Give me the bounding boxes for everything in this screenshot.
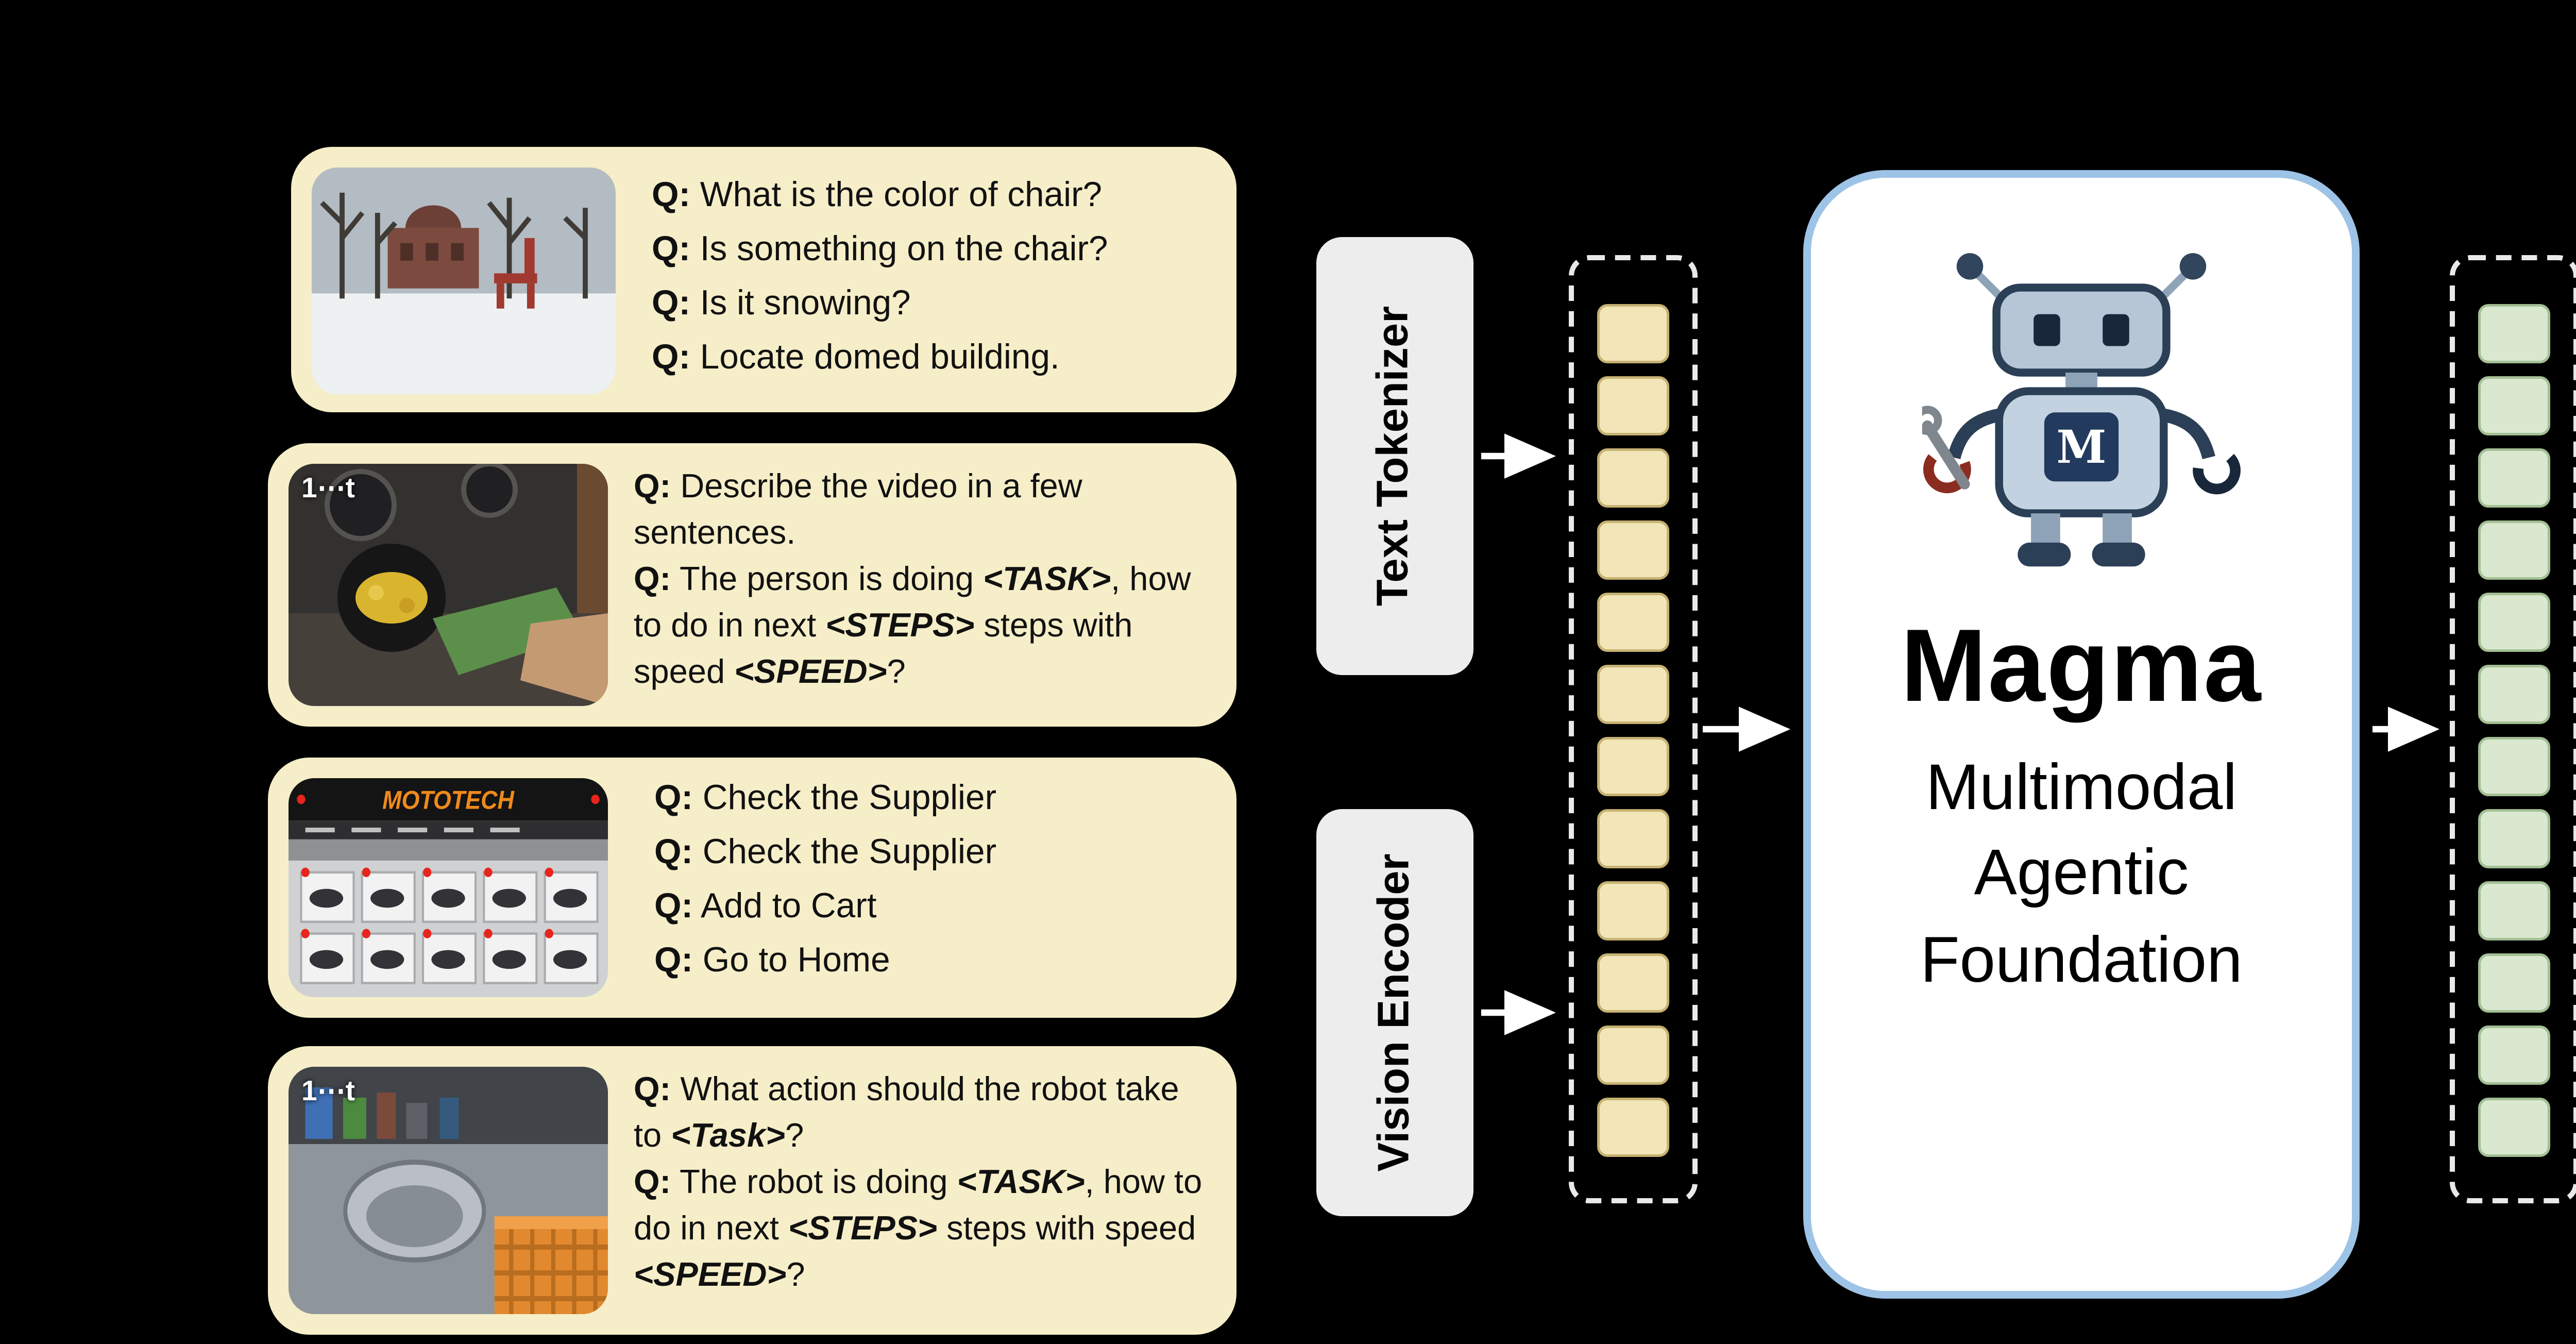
video-frame-range-label: 1⋯t — [301, 474, 355, 505]
token-square — [1597, 880, 1669, 939]
model-title: Magma — [1901, 611, 2262, 724]
token-square — [2478, 519, 2550, 579]
vision-encoder-box: Vision Encoder — [1316, 809, 1473, 1216]
video-qa-questions: Q: Describe the video in a few sentences… — [634, 466, 1191, 690]
token-square — [2478, 1024, 2550, 1084]
token-square — [2478, 1096, 2550, 1156]
input-token-column — [1569, 255, 1698, 1203]
token-square — [2478, 591, 2550, 651]
token-square — [1597, 735, 1669, 795]
webpage-thumbnail — [289, 778, 608, 997]
magma-model-box: Magma Multimodal Agentic Foundation — [1803, 170, 2360, 1299]
token-square — [2478, 880, 2550, 939]
token-square — [1597, 447, 1669, 507]
magma-robot-mascot-icon — [1919, 234, 2244, 580]
token-square — [1597, 303, 1669, 362]
input-card-video-qa: 1⋯t Q: Describe the video in a few sente… — [268, 443, 1236, 727]
output-token-column — [2450, 255, 2576, 1203]
token-square — [2478, 808, 2550, 867]
vision-encoder-label: Vision Encoder — [1369, 853, 1418, 1172]
token-square — [2478, 447, 2550, 507]
robot-frame-range-label: 1⋯t — [301, 1077, 355, 1108]
token-square — [2478, 375, 2550, 434]
token-square — [2478, 735, 2550, 795]
robot-questions: Q: What action should the robot take to … — [634, 1069, 1202, 1293]
token-square — [1597, 1096, 1669, 1156]
token-square — [2478, 303, 2550, 362]
token-square — [1597, 1024, 1669, 1084]
token-square — [2478, 952, 2550, 1012]
snow-scene-thumbnail — [312, 167, 616, 394]
token-square — [1597, 952, 1669, 1012]
token-square — [1597, 663, 1669, 723]
token-square — [2478, 663, 2550, 723]
token-square — [1597, 519, 1669, 579]
image-qa-questions: Q: What is the color of chair?Q: Is some… — [652, 175, 1108, 376]
text-tokenizer-label: Text Tokenizer — [1369, 306, 1418, 607]
token-square — [1597, 375, 1669, 434]
input-card-robot-manipulation: 1⋯t Q: What action should the robot take… — [268, 1046, 1236, 1335]
token-square — [1597, 591, 1669, 651]
token-square — [1597, 808, 1669, 867]
text-tokenizer-box: Text Tokenizer — [1316, 237, 1473, 675]
model-subtitle: Multimodal Agentic Foundation — [1920, 752, 2243, 996]
input-card-image-qa: Q: What is the color of chair?Q: Is some… — [291, 147, 1236, 412]
